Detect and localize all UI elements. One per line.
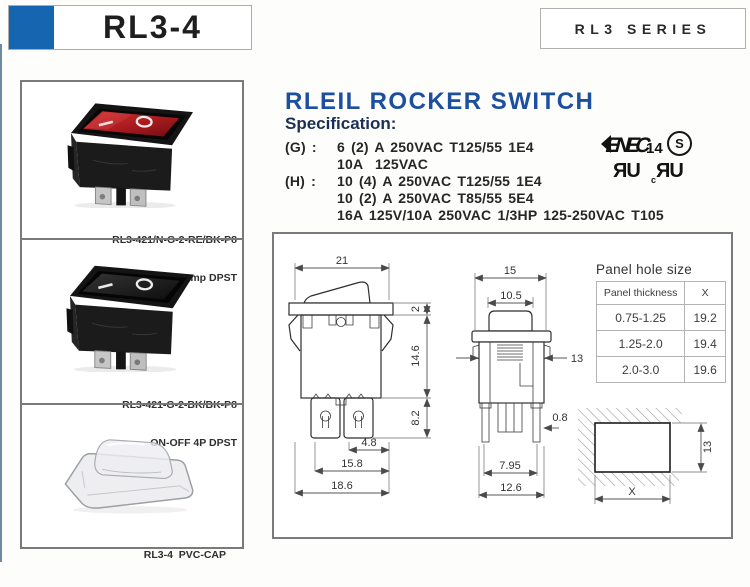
dimension-drawings: 21 2 14.6 8.2 4.8 1 [288, 255, 714, 504]
dim-front-terminal-height: 8.2 [410, 410, 422, 425]
dim-side-bottom-width: 12.6 [500, 482, 521, 494]
rocker-on-marking [98, 120, 114, 127]
black-rocker-switch-photo [66, 265, 194, 372]
series-header-box: RL3 SERIES [540, 8, 746, 49]
spec-line: (G) : 6 (2) A 250VAC T125/55 1E4 [285, 139, 534, 155]
table-row: 1.25-2.0 19.4 [595, 330, 726, 357]
dim-front-bottom-width: 18.6 [331, 480, 352, 492]
spec-line: 10A 125VAC [337, 156, 429, 172]
dim-front-mid-width: 15.8 [341, 458, 362, 470]
spec-line: 10 (2) A 250VAC T85/55 5E4 [337, 190, 534, 206]
panel-hole-size-section: Panel hole size Panel thickness X 0.75-1… [595, 262, 726, 383]
panel-hole-size-table: Panel thickness X 0.75-1.25 19.2 1.25-2.… [595, 281, 726, 383]
dim-side-terminal-thickness: 0.8 [552, 412, 567, 424]
panel-table-title: Panel hole size [596, 262, 693, 277]
spec-lines: (G) : 6 (2) A 250VAC T125/55 1E4 10A 125… [285, 139, 705, 224]
col-header-x: X [684, 281, 726, 305]
dim-side-rocker-width: 10.5 [500, 290, 521, 302]
col-header-thickness: Panel thickness [595, 281, 686, 305]
spec-line: 16A 125V/10A 250VAC 1/3HP 125-250VAC T10… [337, 207, 664, 223]
dim-front-bezel-height: 2 [410, 306, 422, 312]
blue-accent-square [9, 6, 54, 49]
product-code: RL3-4 PVC-CAP [143, 549, 226, 561]
column-divider-1 [22, 238, 242, 240]
table-row: 2.0-3.0 19.6 [595, 356, 726, 383]
product-code: RL3-421-G-2-BK/BK-P8 [122, 399, 237, 411]
rocker-off-marking [135, 115, 153, 128]
table-row: 0.75-1.25 19.2 [595, 304, 726, 331]
svg-text:ENEC: ENEC [603, 133, 653, 157]
dim-side-terminal-pitch: 7.95 [499, 460, 520, 472]
series-label: RL3 SERIES [574, 20, 712, 37]
product-caption-2: RL3-421-G-2-BK/BK-P8 ON-OFF 4P DPST [122, 374, 237, 474]
model-header-box: RL3-4 [8, 5, 252, 50]
spec-heading: Specification: [285, 114, 397, 133]
ul-recognized-mark-icon: ЯU [613, 160, 640, 182]
dim-cutout-height: 13 [702, 441, 714, 453]
model-title: RL3-4 [103, 9, 202, 45]
spec-line: (H) : 10 (4) A 250VAC T125/55 1E4 [285, 173, 542, 189]
product-caption-3: RL3-4 PVC-CAP [144, 524, 226, 587]
dim-side-top-width: 15 [504, 265, 516, 277]
technical-drawing-box: 21 2 14.6 8.2 4.8 1 [272, 232, 733, 539]
cul-recognized-mark-icon: cЯU [651, 160, 683, 185]
dim-cutout-width: X [628, 486, 636, 498]
rocker-off-marking [135, 278, 154, 291]
pvc-cap-photo [64, 439, 194, 514]
page-title: RLEIL ROCKER SWITCH [285, 88, 595, 115]
product-column: RL3-421/N-G-2-RE/BK-P8 ON-OFF 4P W/Lamp … [20, 80, 244, 561]
dim-front-terminal-pitch: 4.8 [361, 437, 376, 449]
dim-front-top-width: 21 [336, 255, 348, 267]
semko-s-mark-icon: S [667, 131, 692, 156]
dim-side-body-width: 13 [571, 353, 583, 365]
page-edge-line [0, 44, 2, 562]
product-code: RL3-421/N-G-2-RE/BK-P8 [112, 234, 237, 246]
rocker-on-marking [98, 283, 113, 290]
panel-cutout-drawing: 13 X [578, 408, 714, 504]
table-header-row: Panel thickness X [595, 281, 726, 305]
column-divider-2 [22, 403, 242, 405]
svg-text:14: 14 [646, 140, 663, 157]
red-rocker-switch-photo [67, 103, 193, 208]
front-view-drawing: 21 2 14.6 8.2 4.8 1 [288, 255, 431, 497]
side-view-drawing: 15 10.5 13 0.8 7.95 [456, 265, 583, 499]
enec-mark-icon: ENEC 14 [601, 133, 663, 157]
dim-front-body-height: 14.6 [410, 345, 422, 366]
